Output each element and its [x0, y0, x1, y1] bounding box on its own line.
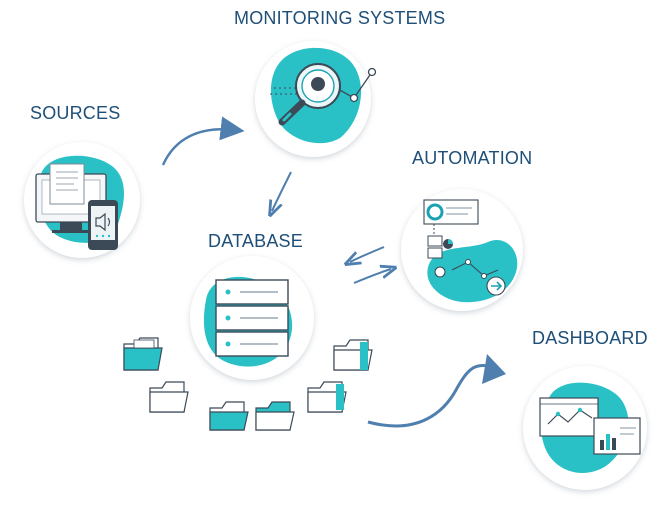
folder-icon [123, 337, 163, 371]
label-sources: SOURCES [30, 103, 121, 123]
folder-icon [209, 401, 249, 431]
database-node [190, 256, 314, 380]
arrow-monitoring-to-database [272, 171, 292, 211]
folder-icon [255, 401, 295, 431]
arrow-automation-to-database [350, 246, 385, 262]
magnifier-chart-icon [270, 63, 377, 126]
folder-icon [307, 381, 347, 413]
monitoring-node [255, 41, 377, 157]
phone-speaker-icon [88, 200, 118, 250]
label-dashboard: DASHBOARD [532, 328, 648, 348]
folder-icon [333, 339, 373, 371]
arrow-head-dashboard [482, 354, 506, 384]
server-rack-icon [215, 279, 289, 357]
arrow-database-to-dashboard [367, 364, 495, 428]
dashboard-node [523, 366, 647, 490]
arrow-sources-to-monitoring [161, 116, 245, 166]
label-database: DATABASE [208, 231, 303, 251]
sources-node [24, 142, 140, 258]
label-monitoring-systems: MONITORING SYSTEMS [234, 8, 446, 28]
flowchart-icon [423, 199, 506, 296]
dashboard-charts-icon [539, 397, 641, 455]
folder-icon [149, 381, 189, 413]
label-automation: AUTOMATION [412, 148, 533, 168]
arrow-database-to-automation [353, 269, 391, 284]
automation-node [401, 189, 523, 311]
